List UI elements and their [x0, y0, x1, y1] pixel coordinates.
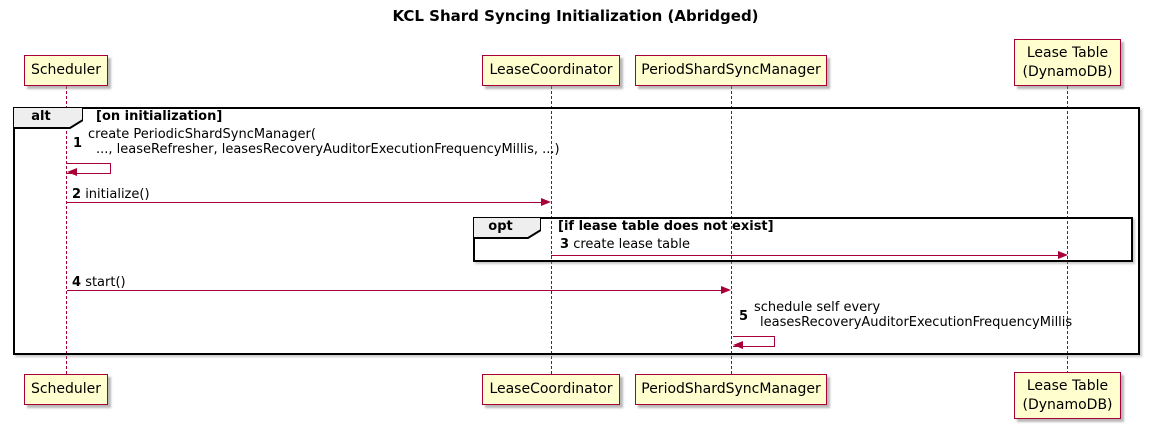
- participant-lease-table-bottom: Lease Table (DynamoDB): [1014, 372, 1121, 419]
- participant-label: LeaseCoordinator: [489, 381, 613, 398]
- lifeline-lease-table: [1067, 86, 1068, 374]
- message-3-number: 3: [560, 237, 570, 252]
- message-2-number: 2: [72, 187, 82, 202]
- participant-label-line1: Lease Table: [1026, 378, 1109, 395]
- message-2-arrowhead-icon: [541, 198, 551, 206]
- message-5-line1: schedule self every: [754, 300, 881, 315]
- lifeline-lease-coordinator: [551, 86, 552, 374]
- participant-lease-table-top: Lease Table (DynamoDB): [1014, 39, 1121, 86]
- alt-frame-label-pentagon: [13, 107, 83, 129]
- message-3-label: create lease table: [573, 237, 690, 252]
- alt-operator-label: alt: [31, 109, 51, 124]
- opt-frame-label-pentagon: [473, 217, 541, 239]
- message-1-line1: create PeriodicShardSyncManager(: [88, 127, 316, 142]
- message-3-arrow-line: [551, 255, 1059, 256]
- participant-label-line1: Lease Table: [1026, 45, 1109, 62]
- message-5-number: 5: [739, 309, 749, 324]
- message-1-arrowhead-icon: [67, 168, 77, 176]
- message-1-self-arrow: [67, 163, 111, 174]
- message-3-arrowhead-icon: [1058, 251, 1068, 259]
- participant-scheduler-top: Scheduler: [24, 55, 108, 86]
- participant-label: PeriodShardSyncManager: [641, 381, 821, 398]
- message-4-number: 4: [72, 275, 82, 290]
- opt-operator-label: opt: [488, 219, 513, 234]
- message-4-label: start(): [85, 275, 126, 290]
- lifeline-scheduler: [66, 86, 67, 374]
- message-5-text: schedule self every leasesRecoveryAudito…: [754, 300, 1072, 330]
- message-1-number: 1: [73, 136, 83, 151]
- opt-frame: [473, 217, 1133, 262]
- participant-label: PeriodShardSyncManager: [641, 62, 821, 79]
- participant-period-shard-sync-manager-top: PeriodShardSyncManager: [635, 55, 827, 86]
- message-5-self-arrow: [733, 336, 775, 347]
- participant-label-line2: (DynamoDB): [1022, 396, 1113, 413]
- participant-label-line2: (DynamoDB): [1022, 63, 1113, 80]
- participant-label: Scheduler: [30, 381, 102, 398]
- opt-condition-label: [if lease table does not exist]: [558, 219, 774, 234]
- participant-lease-coordinator-top: LeaseCoordinator: [482, 55, 620, 86]
- message-2-arrow-line: [67, 202, 543, 203]
- participant-scheduler-bottom: Scheduler: [24, 374, 108, 405]
- message-4-text: 4 start(): [72, 275, 126, 290]
- message-3-text: 3 create lease table: [560, 237, 690, 252]
- participant-period-shard-sync-manager-bottom: PeriodShardSyncManager: [635, 374, 827, 405]
- alt-condition-label: [on initialization]: [96, 109, 223, 124]
- message-2-label: initialize(): [85, 187, 150, 202]
- alt-frame: [13, 107, 1140, 355]
- message-5-line2: leasesRecoveryAuditorExecutionFrequencyM…: [760, 315, 1073, 330]
- message-1-line2: ..., leaseRefresher, leasesRecoveryAudit…: [96, 142, 560, 157]
- participant-label: Scheduler: [30, 62, 102, 79]
- message-1-text: create PeriodicShardSyncManager( ..., le…: [88, 127, 560, 157]
- message-4-arrow-line: [67, 290, 723, 291]
- diagram-title: KCL Shard Syncing Initialization (Abridg…: [392, 7, 759, 25]
- message-4-arrowhead-icon: [721, 286, 731, 294]
- message-2-text: 2 initialize(): [72, 187, 150, 202]
- participant-lease-coordinator-bottom: LeaseCoordinator: [482, 374, 620, 405]
- message-5-arrowhead-icon: [733, 341, 743, 349]
- lifeline-period-shard-sync-manager: [731, 86, 732, 374]
- participant-label: LeaseCoordinator: [489, 62, 613, 79]
